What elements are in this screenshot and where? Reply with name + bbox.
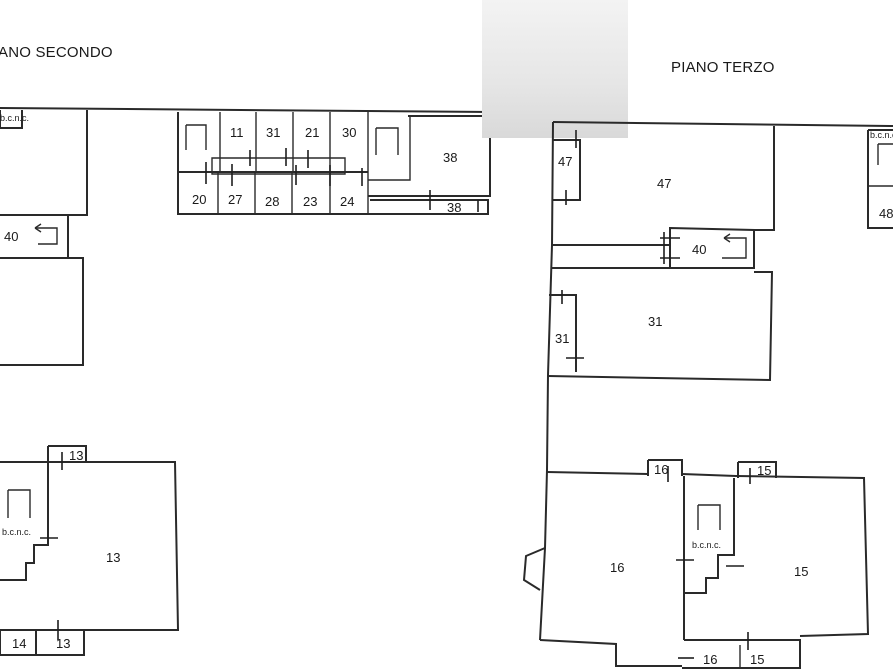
room-13-top-label: 13 bbox=[69, 448, 83, 463]
room-16-bottom-label: 16 bbox=[703, 652, 717, 667]
room-31-label: 31 bbox=[648, 314, 662, 329]
room-40-label: 40 bbox=[4, 229, 18, 244]
unit-label: 27 bbox=[228, 192, 242, 207]
stair-icon bbox=[722, 237, 747, 259]
stair-icon bbox=[7, 489, 31, 518]
bcnc-label: b.c.n.c. bbox=[870, 130, 893, 140]
room-13-label: 13 bbox=[106, 550, 120, 565]
second-floor-lower-block: 13 b.c.n.c. 13 14 13 bbox=[0, 445, 180, 656]
unit-label: 20 bbox=[192, 192, 206, 207]
room-16-top-label: 16 bbox=[654, 462, 668, 477]
stair-icon bbox=[877, 143, 893, 165]
stair-icon bbox=[185, 124, 207, 150]
room-40-label: 40 bbox=[692, 242, 706, 257]
second-floor-unit-block: 11 31 21 30 20 27 28 23 24 38 38 bbox=[177, 112, 491, 215]
second-floor-left-block: b.c.n.c. 40 bbox=[0, 110, 88, 366]
unit-label: 28 bbox=[265, 194, 279, 209]
bcnc-label: b.c.n.c. bbox=[692, 540, 721, 550]
room-48-label: 48 bbox=[879, 206, 893, 221]
stair-icon bbox=[35, 227, 58, 245]
room-38-label: 38 bbox=[443, 150, 457, 165]
room-13-bottom-label: 13 bbox=[56, 636, 70, 651]
bcnc-label-top-left: b.c.n.c. bbox=[0, 113, 29, 123]
bcnc-label: b.c.n.c. bbox=[2, 527, 31, 537]
stair-icon bbox=[375, 127, 399, 155]
unit-label: 11 bbox=[230, 125, 244, 140]
third-floor-spine-wall bbox=[539, 121, 554, 641]
second-floor-top-wall bbox=[0, 107, 493, 113]
unit-label: 24 bbox=[340, 194, 354, 209]
room-38-strip-label: 38 bbox=[447, 200, 461, 215]
room-14-bottom-label: 14 bbox=[12, 636, 26, 651]
unit-label: 30 bbox=[342, 125, 356, 140]
third-floor-room-31: 31 31 bbox=[547, 267, 774, 382]
third-floor-room-47: 47 47 bbox=[552, 126, 775, 246]
room-47-small-label: 47 bbox=[558, 154, 572, 169]
room-47-label: 47 bbox=[657, 176, 671, 191]
room-16-label: 16 bbox=[610, 560, 624, 575]
second-floor-title: ANO SECONDO bbox=[0, 44, 113, 61]
room-15-label: 15 bbox=[794, 564, 808, 579]
third-floor-room-40: 40 bbox=[660, 226, 755, 269]
third-floor-lower-block: 16 15 b.c.n.c. 16 15 16 15 bbox=[522, 459, 870, 669]
unit-label: 21 bbox=[305, 125, 319, 140]
unit-label: 23 bbox=[303, 194, 317, 209]
room-15-top-label: 15 bbox=[757, 463, 771, 478]
third-floor-top-wall bbox=[552, 121, 893, 127]
stair-arrow-icon bbox=[723, 233, 731, 243]
redacted-area bbox=[482, 0, 628, 138]
room-31-small-label: 31 bbox=[555, 331, 569, 346]
stair-arrow-icon bbox=[34, 223, 42, 233]
third-floor-title: PIANO TERZO bbox=[671, 59, 775, 76]
stair-icon bbox=[697, 504, 721, 530]
unit-label: 31 bbox=[266, 125, 280, 140]
room-15-bottom-label: 15 bbox=[750, 652, 764, 667]
third-floor-room-48: b.c.n.c. 48 bbox=[867, 129, 893, 229]
